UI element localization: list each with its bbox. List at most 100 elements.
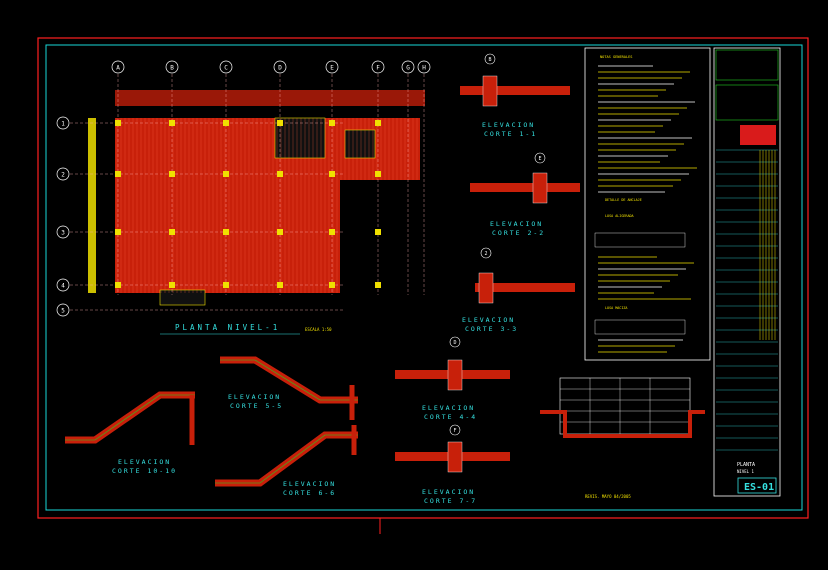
floor-plan xyxy=(70,74,425,311)
sec4-bubble xyxy=(449,336,461,348)
plan-title: PLANTA NIVEL-1 xyxy=(175,323,280,332)
grid-row-label: 4 xyxy=(61,283,65,290)
plan-column xyxy=(115,229,121,235)
plan-column xyxy=(115,282,121,288)
plan-column xyxy=(223,120,229,126)
notes-sub1: DETALLE DE ANCLAJE xyxy=(605,198,642,202)
grid-col-bubble xyxy=(273,60,287,74)
sec3-slab xyxy=(475,283,575,292)
sec2-marker: E xyxy=(538,156,541,162)
grid-col-label: F xyxy=(376,65,380,72)
grid-row-bubble xyxy=(56,303,70,317)
plan-scale: ESCALA 1:50 xyxy=(305,327,332,332)
title-block-project-box xyxy=(715,84,779,121)
sec7-name: ELEVACION xyxy=(422,488,475,496)
title-block-stamp xyxy=(740,125,776,145)
inner-frame xyxy=(45,44,803,511)
grid-col-label: G xyxy=(406,65,410,72)
sec6-cut: CORTE 6-6 xyxy=(283,489,336,497)
plan-column xyxy=(115,120,121,126)
sec5-name: ELEVACION xyxy=(228,393,281,401)
sec3-column xyxy=(478,272,494,304)
plan-column xyxy=(375,229,381,235)
stair-section-6: ELEVACION CORTE 6-6 xyxy=(215,425,358,497)
sheet-sub: NIVEL 1 xyxy=(737,469,754,474)
grid-col-label: C xyxy=(224,65,228,72)
notes-detail-2 xyxy=(594,319,686,335)
sheet-name: PLANTA xyxy=(737,462,755,468)
grid-row-label: 2 xyxy=(61,172,65,179)
plan-column xyxy=(223,229,229,235)
sec10-name: ELEVACION xyxy=(118,458,171,466)
tank-frame xyxy=(559,377,691,435)
plan-column xyxy=(329,282,335,288)
plan-column xyxy=(115,171,121,177)
sec7-cut: CORTE 7-7 xyxy=(424,497,477,505)
notes-detail-1 xyxy=(594,232,686,248)
grid-row-label: 1 xyxy=(61,121,65,128)
plan-column xyxy=(169,171,175,177)
grid-col-bubble xyxy=(417,60,431,74)
sec1-bubble xyxy=(484,53,496,65)
plan-column xyxy=(329,171,335,177)
grid-col-bubble xyxy=(111,60,125,74)
plan-column xyxy=(169,229,175,235)
grid-col-bubble xyxy=(325,60,339,74)
sec2-column xyxy=(532,172,548,204)
grid-row-bubble xyxy=(56,116,70,130)
outer-border xyxy=(37,37,809,519)
notes-title: NOTAS GENERALES xyxy=(600,55,632,59)
sec1-column xyxy=(482,75,498,107)
sec6-name: ELEVACION xyxy=(283,480,336,488)
sec5-cut: CORTE 5-5 xyxy=(230,402,283,410)
grid-col-label: B xyxy=(170,65,174,72)
notes-sub2: LOSA ALIGERADA xyxy=(605,214,634,218)
sec3-marker: 2 xyxy=(484,251,487,257)
tank-base xyxy=(540,410,705,438)
notes-sub3: LOSA MACIZA xyxy=(605,306,627,310)
section-3-detail: 2 ELEVACION CORTE 3-3 xyxy=(462,247,575,333)
title-block: PLANTA NIVEL 1 ES-01 xyxy=(713,47,781,497)
grid-row-label: 3 xyxy=(61,230,65,237)
stair-opening xyxy=(274,117,326,159)
stair6-flight xyxy=(215,431,358,487)
stair10-outline xyxy=(65,394,195,441)
grid-col-label: D xyxy=(278,65,282,72)
plan-column xyxy=(375,120,381,126)
grid-row-bubble xyxy=(56,167,70,181)
sec3-name: ELEVACION xyxy=(462,316,515,324)
grid-col-bubble xyxy=(401,60,415,74)
notes-box xyxy=(584,47,711,361)
sec1-marker: B xyxy=(488,57,491,63)
stair-section-5: ELEVACION CORTE 5-5 xyxy=(220,356,358,420)
sec4-marker: D xyxy=(453,340,456,346)
sec2-cut: CORTE 2-2 xyxy=(492,229,545,237)
sec1-slab xyxy=(460,86,570,95)
sec7-marker: F xyxy=(453,428,456,434)
sec2-name: ELEVACION xyxy=(490,220,543,228)
sec4-column xyxy=(447,359,463,391)
sec1-name: ELEVACION xyxy=(482,121,535,129)
beam-strip-top xyxy=(115,90,425,106)
stair5-outline xyxy=(220,359,358,401)
sec7-bubble xyxy=(449,424,461,436)
plan-column xyxy=(329,229,335,235)
grid-row-label: 5 xyxy=(61,308,65,315)
sec4-name: ELEVACION xyxy=(422,404,475,412)
sheet-number-box xyxy=(737,477,777,494)
edge-wall xyxy=(88,118,96,293)
footer-date: REVIS. MAYO 04/2005 xyxy=(585,494,631,499)
grid-col-label: E xyxy=(330,65,334,72)
grid-col-bubble xyxy=(371,60,385,74)
plan-column xyxy=(375,171,381,177)
sec2-bubble xyxy=(534,152,546,164)
general-notes-panel: NOTAS GENERALES DETALLE DE ANCLAJE LOSA … xyxy=(584,47,711,361)
plan-column xyxy=(277,229,283,235)
plan-column xyxy=(277,120,283,126)
plan-column xyxy=(375,282,381,288)
grid-col-bubble xyxy=(165,60,179,74)
grid-row-bubbles: 1 2 3 4 5 xyxy=(56,116,70,317)
plan-column xyxy=(277,282,283,288)
title-block-logo-box xyxy=(715,49,779,81)
